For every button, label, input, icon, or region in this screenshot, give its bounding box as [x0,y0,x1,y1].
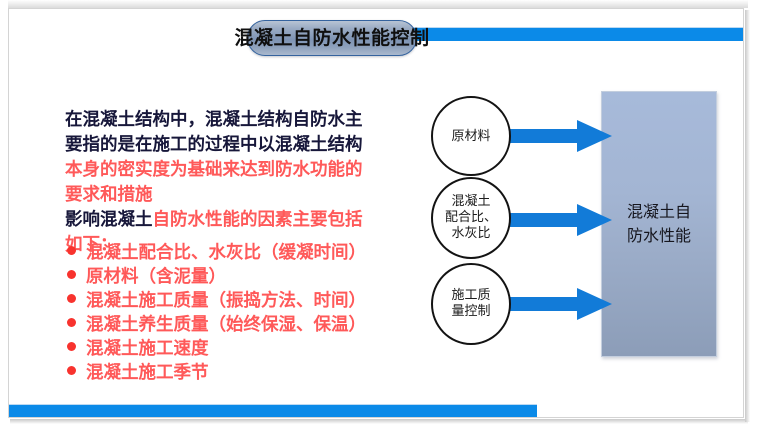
node-label: 混凝土 配合比、 水灰比 [442,194,500,242]
bullet-dot-icon [67,294,76,303]
result-line: 防水性能 [626,226,691,245]
body-line: 要求和措施 [65,183,409,208]
diagram-node-raw-material: 原材料 [431,96,511,176]
list-item: 原材料（含泥量） [67,265,417,289]
body-line: 影响混凝土自防水性能的因素主要包括 [65,208,409,233]
header-accent-bar-highlight [403,27,743,28]
body-line: 本身的密实度为基础来达到防水功能的 [65,158,409,183]
slide-frame-right-shadow [745,10,750,422]
slide-frame-top-shadow [8,0,748,8]
list-item-label: 混凝土养生质量（始终保湿、保温） [86,315,366,335]
bullet-dot-icon [67,246,76,255]
body-line: 如下： [65,233,409,258]
diagram-result-label: 混凝土自 防水性能 [627,200,691,248]
list-item-label: 混凝土施工季节 [86,363,209,383]
node-line: 水灰比 [451,226,491,241]
bullet-dot-icon [67,342,76,351]
body-segment: 在混凝土结构中，混凝土结构自防水主 [65,110,363,130]
node-line: 配合比、 [444,210,497,225]
list-item-label: 混凝土配合比、水灰比（缓凝时间） [86,243,366,263]
process-diagram: 混凝土自 防水性能 原材料 [425,89,725,359]
list-item-label: 混凝土施工质量（振捣方法、时间） [86,291,366,311]
result-line: 混凝土自 [626,202,691,221]
list-item-label: 混凝土施工速度 [86,339,209,359]
body-segment: 要求和措施 [65,185,153,205]
bullet-dot-icon [67,366,76,375]
factor-bullet-list: 混凝土配合比、水灰比（缓凝时间） 原材料（含泥量） 混凝土施工质量（振捣方法、时… [67,241,417,385]
list-item: 混凝土施工速度 [67,337,417,361]
body-segment: 本身的密实度为基础来达到防水功能的 [65,160,363,180]
node-line: 原材料 [451,128,491,144]
bullet-dot-icon [67,270,76,279]
footer-accent-bar-highlight [9,404,537,405]
body-segment: 自防水性能的因素主要包括 [152,210,363,230]
list-item-label: 原材料（含泥量） [86,267,226,287]
node-line: 混凝土 [451,194,491,209]
body-segment: 影响混凝土 [65,210,153,230]
diagram-node-mix-ratio: 混凝土 配合比、 水灰比 [431,177,511,259]
body-segment: 如下： [65,235,118,255]
header-accent-bar [403,28,743,41]
node-line: 施工质 [451,288,491,303]
body-line: 要指的是在施工的过程中以混凝土结构 [65,133,409,158]
arrow-raw-material-to-result [503,119,613,153]
body-line: 在混凝土结构中，混凝土结构自防水主 [65,108,409,133]
bullet-dot-icon [67,318,76,327]
list-item: 混凝土养生质量（始终保湿、保温） [67,313,417,337]
body-paragraph: 在混凝土结构中，混凝土结构自防水主 要指的是在施工的过程中以混凝土结构 本身的密… [65,108,409,258]
slide-frame-bottom-shadow [10,419,748,424]
slide-title-pill: 混凝土自防水性能控制 [235,20,429,56]
arrow-construction-quality-to-result [503,287,613,321]
node-line: 量控制 [451,304,491,319]
diagram-result-box: 混凝土自 防水性能 [601,91,717,357]
footer-accent-bar [9,405,537,417]
slide-canvas: 混凝土自防水性能控制 在混凝土结构中，混凝土结构自防水主 要指的是在施工的过程中… [8,8,744,418]
page-title: 混凝土自防水性能控制 [234,26,430,49]
list-item: 混凝土施工季节 [67,361,417,385]
arrow-mix-ratio-to-result [503,203,613,237]
diagram-node-construction-quality: 施工质 量控制 [431,263,511,345]
node-label: 施工质 量控制 [448,288,493,320]
body-segment: 要指的是在施工的过程中以混凝土结构 [65,135,363,155]
list-item: 混凝土施工质量（振捣方法、时间） [67,289,417,313]
list-item: 混凝土配合比、水灰比（缓凝时间） [67,241,417,265]
node-label: 原材料 [448,129,493,144]
